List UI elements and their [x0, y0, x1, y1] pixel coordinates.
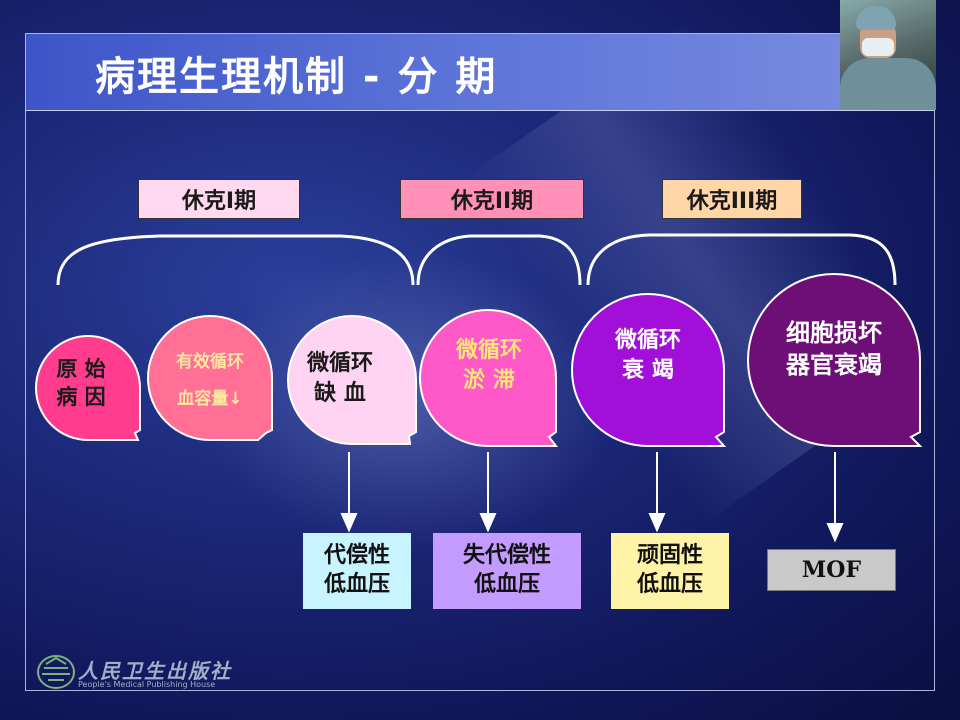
arrow-to-result-2: [479, 513, 497, 533]
stage-original-cause: 原 始 病 因: [46, 355, 116, 412]
stage-ischemia: 微循环 缺 血: [290, 349, 390, 408]
surgeon-photo: [840, 0, 936, 110]
stage-text-line: 衰 竭: [622, 357, 674, 383]
publisher-name: 人民卫生出版社: [78, 659, 232, 683]
period-label-1: 休克I期: [138, 179, 300, 219]
result-text-line: 代偿性: [323, 543, 390, 569]
stage-text-line: 器官衰竭: [786, 351, 882, 380]
stage-stasis: 微循环 淤 滞: [435, 336, 543, 395]
bubble-original-cause: [35, 335, 141, 441]
period-label-2: 休克II期: [400, 179, 584, 219]
result-text-line: 失代偿性: [462, 543, 551, 569]
stage-bubbles: [35, 273, 923, 447]
bubble-organ-failure: [747, 273, 923, 447]
result-text-line: 顽固性: [636, 543, 703, 569]
publisher-name-en: People's Medical Publishing House: [78, 680, 216, 689]
stage-text-line: 缺 血: [314, 380, 366, 406]
stage-text-line: 病 因: [56, 385, 106, 410]
period-label-text: 休克III期: [686, 189, 778, 214]
stage-text-line: 有效循环: [176, 352, 244, 372]
arrow-to-result-1: [340, 513, 358, 533]
bubble-ischemia: [287, 315, 417, 445]
result-mof: MOF: [767, 549, 896, 591]
period-label-text: 休克II期: [450, 189, 534, 214]
arrow-to-result-4: [826, 523, 844, 543]
result-compensated-hypotension: 代偿性 低血压: [303, 533, 411, 609]
title-bar: [26, 34, 934, 110]
title-divider: [26, 110, 934, 111]
stage-organ-failure: 细胞损坏 器官衰竭: [760, 317, 908, 382]
result-refractory-hypotension: 顽固性 低血压: [611, 533, 729, 609]
stage-text-line: 微循环: [306, 351, 373, 376]
brace-period-2: [416, 234, 582, 286]
stage-text-line: 微循环: [455, 338, 522, 363]
result-text-line: 低血压: [636, 572, 703, 597]
result-arrows: [340, 452, 844, 543]
slide-frame: [25, 33, 935, 691]
stage-effective-volume: 有效循环 血容量↓: [160, 344, 260, 419]
bubble-stasis: [419, 309, 559, 447]
period-label-text: 休克I期: [181, 189, 257, 214]
period-label-3: 休克III期: [662, 179, 802, 219]
brace-period-3: [586, 233, 897, 286]
result-text-line: MOF: [801, 556, 862, 583]
stage-failure: 微循环 衰 竭: [593, 326, 703, 385]
publisher-logo-icon: [37, 655, 75, 689]
stage-text-line: 原 始: [56, 357, 106, 381]
bubble-failure: [571, 293, 727, 447]
stage-text-line: 血容量↓: [177, 389, 243, 410]
result-decompensated-hypotension: 失代偿性 低血压: [433, 533, 581, 609]
arrow-to-result-3: [648, 513, 666, 533]
result-text-line: 低血压: [323, 572, 390, 597]
result-text-line: 低血压: [473, 572, 540, 597]
stage-text-line: 淤 滞: [463, 367, 515, 393]
brace-period-1: [56, 234, 415, 286]
period-braces: [56, 233, 897, 286]
stage-text-line: 微循环: [614, 328, 681, 353]
bubble-effective-volume: [147, 315, 273, 441]
stage-text-line: 细胞损坏: [786, 319, 882, 347]
slide-title: 病理生理机制 - 分 期: [95, 54, 498, 100]
